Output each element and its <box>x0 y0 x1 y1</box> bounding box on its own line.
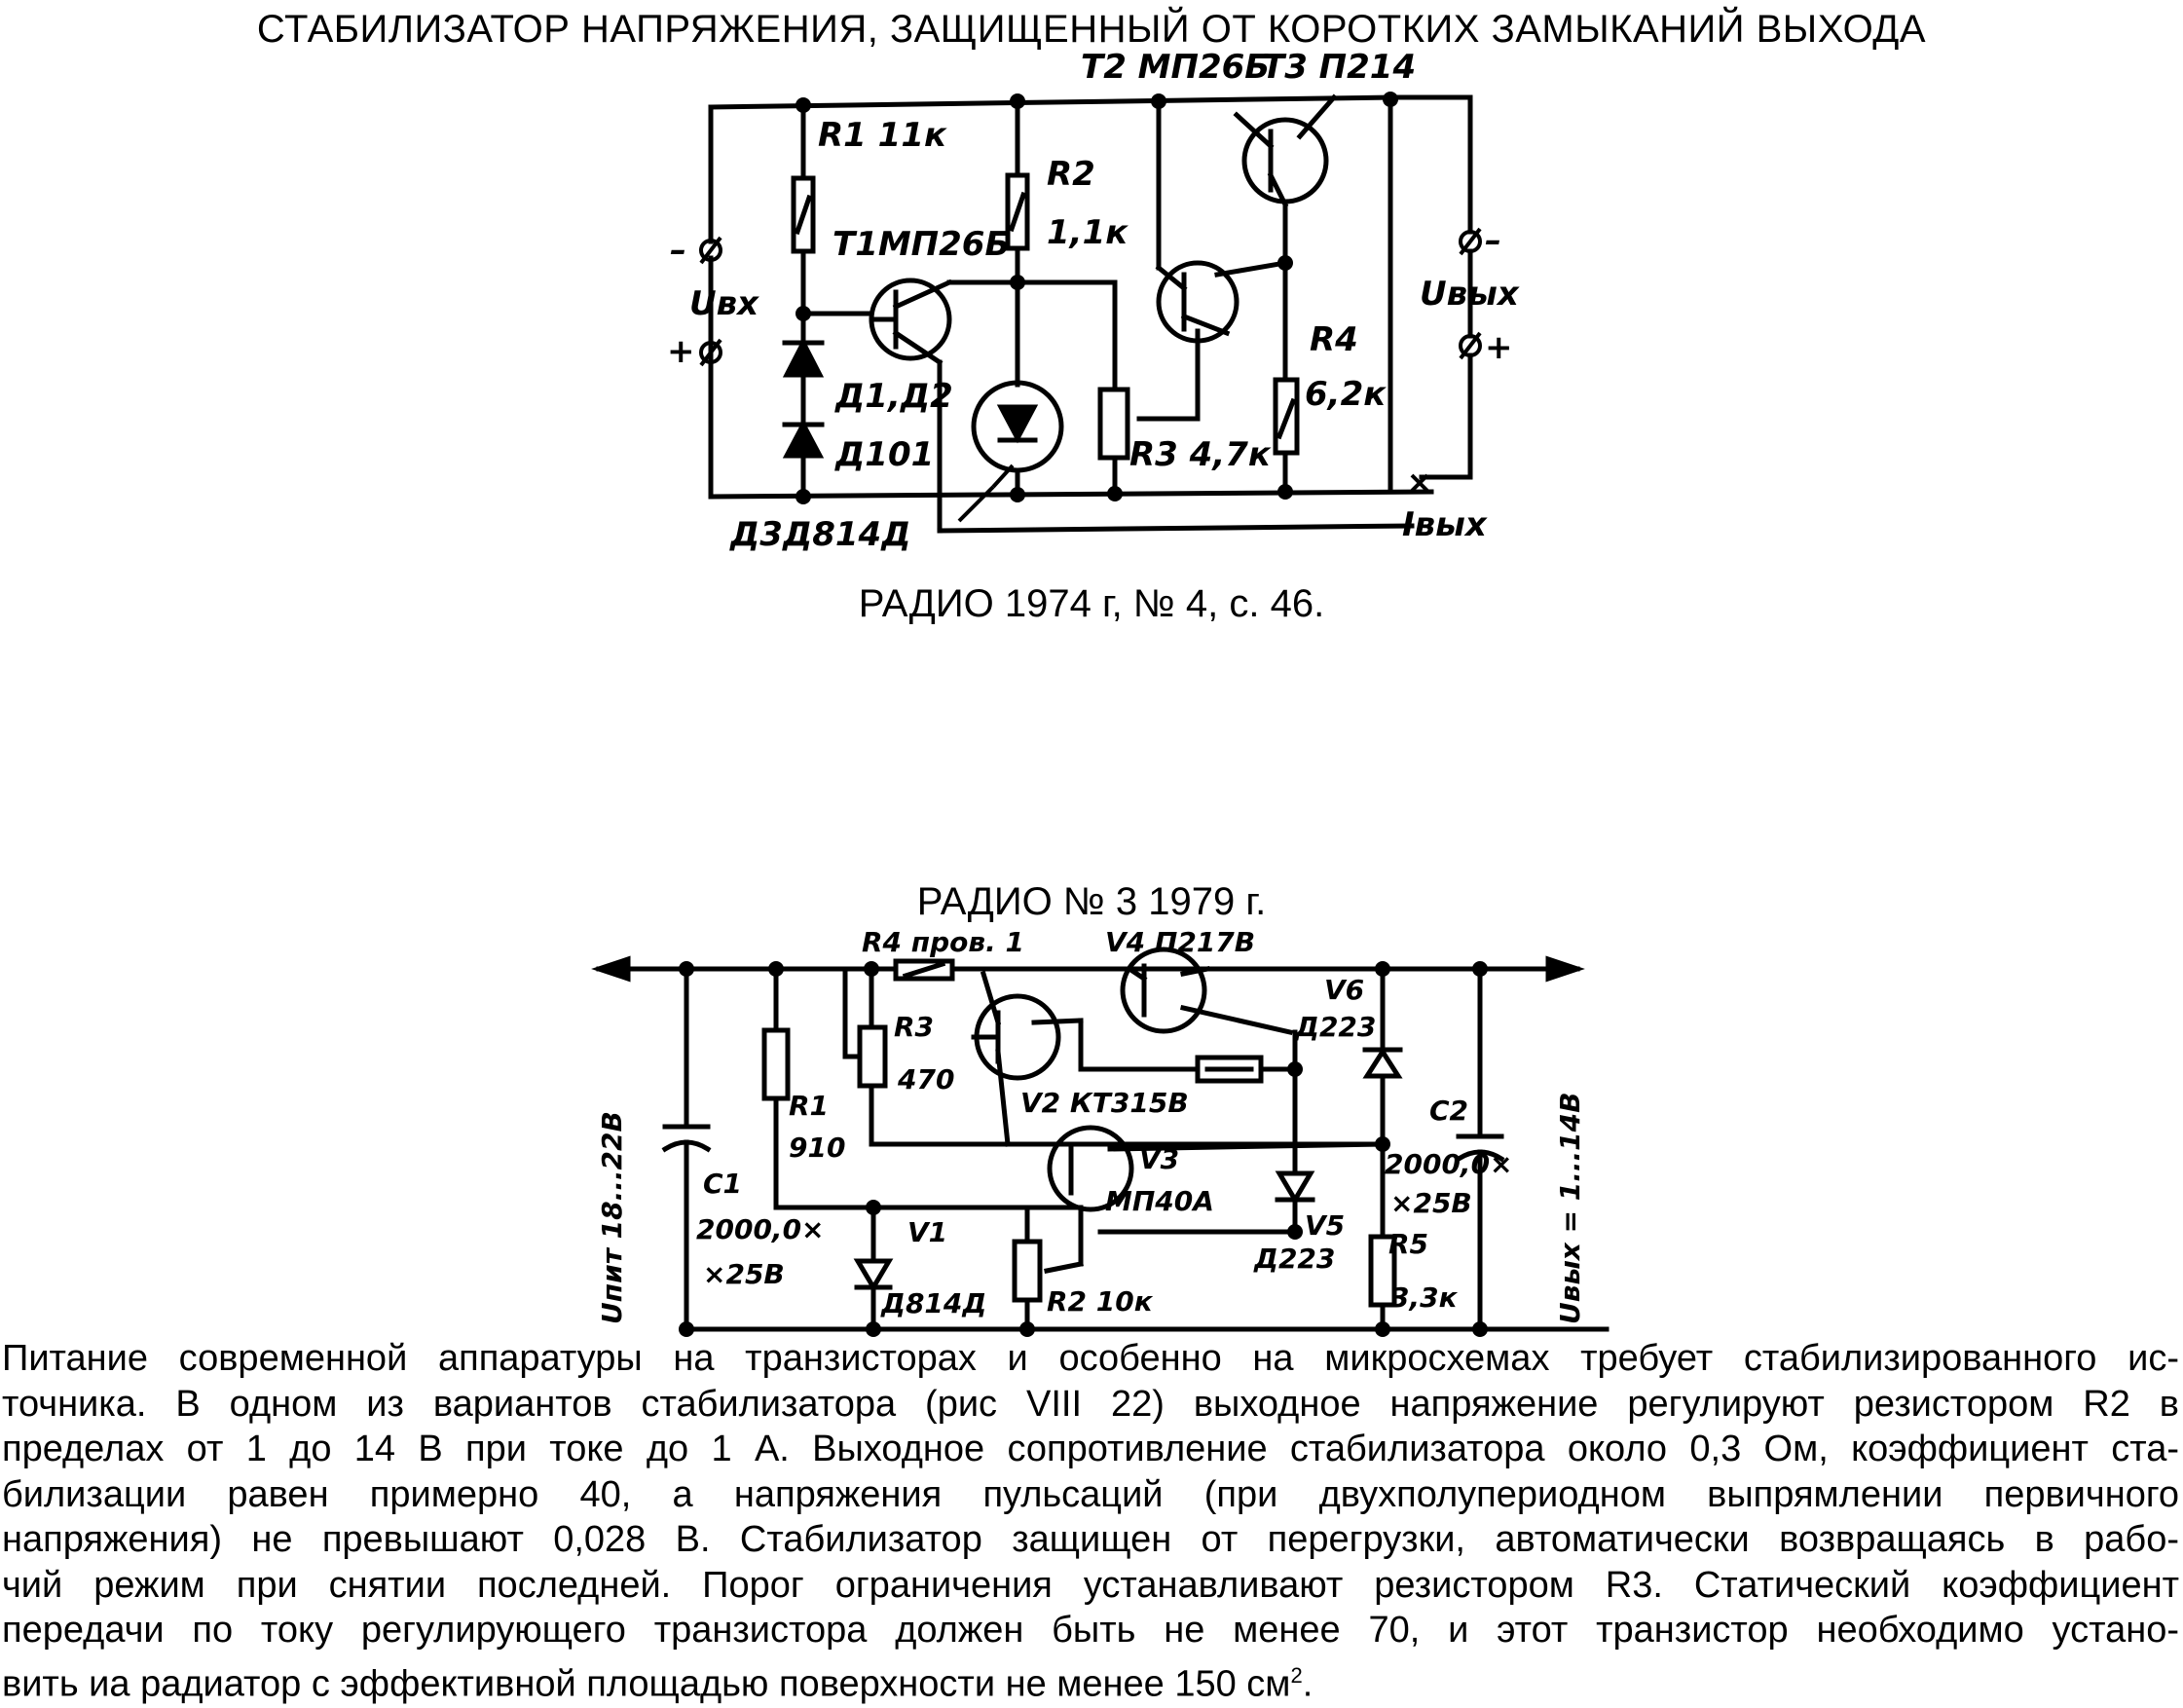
paragraph-line: билизации равен примерно 40, а напряжени… <box>2 1473 2179 1515</box>
citation-1: РАДИО 1974 г, № 4, с. 46. <box>858 582 1325 625</box>
paragraph-line: чий режим при снятии последней. Порог ог… <box>2 1564 2179 1606</box>
d2-r1-label: R1 <box>789 1090 829 1122</box>
paragraph-line: пределах от 1 до 14 В при токе до 1 А. В… <box>2 1429 2179 1469</box>
d1-r4-label: R4 <box>1310 320 1358 359</box>
d1-r1-label: R1 11к <box>818 116 947 155</box>
paragraph-line: Питание современной аппаратуры на транзи… <box>2 1338 2179 1379</box>
d2-c1-value: 2000,0× <box>696 1213 825 1245</box>
d2-v2-label: V2 КТ315В <box>1020 1087 1189 1119</box>
d2-v5-label: V5 <box>1305 1209 1345 1242</box>
d1-r3-label: R3 4,7к <box>1129 435 1272 474</box>
d1-out-plus: + <box>1485 328 1513 367</box>
d2-v1-type: Д814Д <box>880 1287 986 1319</box>
d2-c2-value: 2000,0× <box>1385 1148 1513 1180</box>
d2-v1-label: V1 <box>907 1216 947 1248</box>
d2-c1-value2: ×25В <box>703 1258 785 1290</box>
d2-v3-label: V3 <box>1139 1143 1179 1175</box>
d2-uin-label: Uпит 18...22В <box>596 1111 628 1324</box>
d1-uin-label: Uвх <box>689 284 759 323</box>
d1-uout-label: Uвых <box>1420 275 1520 314</box>
description-paragraph: Питание современной аппаратуры на транзи… <box>2 1336 2179 1707</box>
d1-t2-label: Т2 МП26Б <box>1081 48 1270 87</box>
paragraph-last-line: вить иа радиатор с эффективной площадью … <box>2 1653 2179 1707</box>
d2-r1-value: 910 <box>789 1132 845 1164</box>
d2-v5-type: Д223 <box>1253 1243 1335 1275</box>
d1-d12-label: Д1,Д2 <box>834 377 953 416</box>
d1-iout-label: Iвых <box>1402 505 1488 544</box>
paragraph-line: вить иа радиатор с эффективной площадью … <box>2 1663 1291 1705</box>
superscript: 2 <box>1290 1662 1303 1688</box>
d2-c1-label: С1 <box>703 1168 742 1200</box>
d1-r2-label: R2 <box>1047 155 1095 194</box>
citation-2: РАДИО № 3 1979 г. <box>916 880 1267 923</box>
d2-v4-label: V4 П217В <box>1105 926 1255 958</box>
paragraph-line: напряжения) не превышают 0,028 В. Стабил… <box>2 1519 2179 1560</box>
d1-in-plus: + <box>667 332 695 371</box>
d2-r2-label: R2 10к <box>1047 1285 1154 1318</box>
d2-r3-label: R3 <box>894 1011 934 1043</box>
d2-r5-label: R5 <box>1388 1228 1428 1260</box>
d2-r5-value: 3,3к <box>1390 1281 1459 1314</box>
paragraph-end: . <box>1302 1663 1314 1705</box>
d2-c2-value2: ×25В <box>1390 1187 1472 1219</box>
d1-out-minus: – <box>1485 221 1501 260</box>
d2-c2-label: С2 <box>1429 1095 1468 1127</box>
d2-v6-label: V6 <box>1324 974 1364 1006</box>
d2-v6-type: Д223 <box>1294 1011 1376 1043</box>
d1-t3-label: Т3 П214 <box>1262 48 1416 87</box>
d1-d101-label: Д101 <box>834 435 934 474</box>
paragraph-line: передачи по току регулирующего транзисто… <box>2 1610 2179 1651</box>
page-title: СТАБИЛИЗАТОР НАПРЯЖЕНИЯ, ЗАЩИЩЕННЫЙ ОТ К… <box>256 8 1927 51</box>
d2-v3-type: МП40А <box>1105 1185 1214 1217</box>
schematic-1: R1 11к R2 1,1к Т1МП26Б Т2 МП26Б Т3 П214 … <box>667 48 1520 554</box>
d2-uout-label: Uвых = 1...14В <box>1554 1093 1586 1325</box>
d1-r2-value: 1,1к <box>1047 213 1128 252</box>
d1-r4-value: 6,2к <box>1305 375 1387 414</box>
d2-r3-value: 470 <box>897 1063 954 1095</box>
d2-r4-label: R4 пров. 1 <box>862 926 1024 958</box>
d1-t1-label: Т1МП26Б <box>832 225 1010 264</box>
paragraph-line: точника. В одном из вариантов стабилизат… <box>2 1383 2179 1425</box>
d1-in-minus: – <box>670 231 686 270</box>
d1-d3-label: Д3Д814Д <box>729 515 910 554</box>
